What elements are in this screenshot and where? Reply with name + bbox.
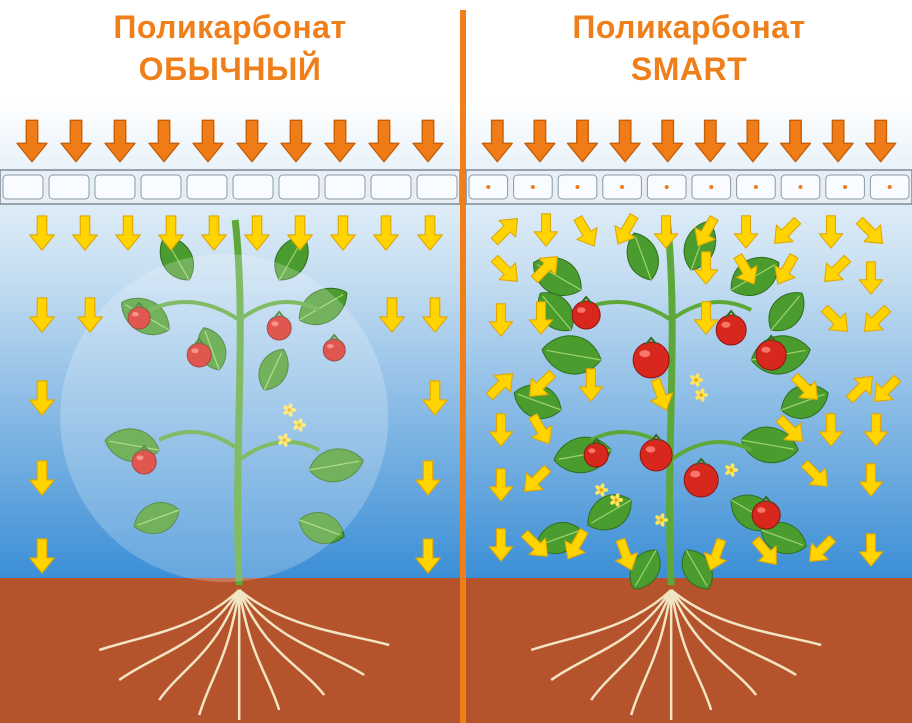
ordinary-title-line1: Поликарбонат: [0, 6, 460, 48]
smart-title-line1: Поликарбонат: [466, 6, 912, 48]
smart-scene-illustration: [466, 0, 912, 723]
soil: [0, 578, 460, 723]
ordinary-scene-illustration: [0, 0, 460, 723]
ordinary-polycarbonate-panel: Поликарбонат ОБЫЧНЫЙ: [0, 0, 460, 723]
smart-polycarbonate-panel: Поликарбонат SMART: [466, 0, 912, 723]
polycarbonate-sheet-icon: [466, 170, 912, 204]
ordinary-title: Поликарбонат ОБЫЧНЫЙ: [0, 6, 460, 90]
light-focus-circle: [61, 255, 387, 581]
smart-title-line2: SMART: [466, 48, 912, 90]
polycarbonate-sheet-icon: [0, 170, 460, 204]
smart-title: Поликарбонат SMART: [466, 6, 912, 90]
ordinary-title-line2: ОБЫЧНЫЙ: [0, 48, 460, 90]
